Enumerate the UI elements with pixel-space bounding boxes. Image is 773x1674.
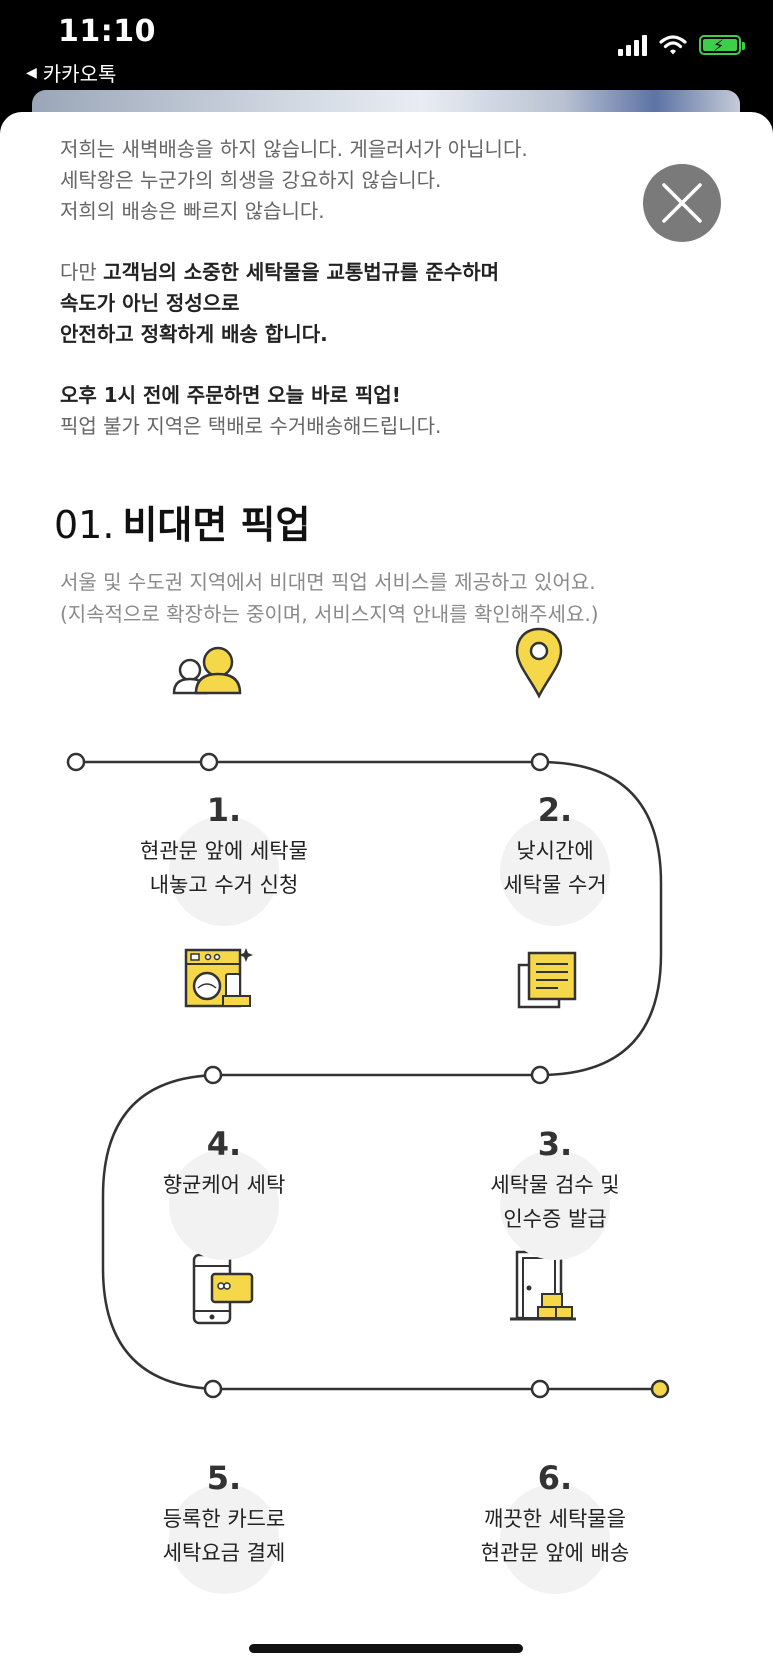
flow-node-6 bbox=[530, 1379, 550, 1399]
intro-bold: 고객님의 소중한 세탁물을 교통법규를 준수하며 bbox=[103, 260, 500, 284]
cellular-signal-icon bbox=[618, 34, 647, 56]
step-number: 4. bbox=[206, 1125, 242, 1163]
step-number: 1. bbox=[206, 791, 242, 829]
user-group-icon bbox=[172, 646, 242, 695]
flow-node-2 bbox=[530, 752, 550, 772]
intro-line: 속도가 아닌 정성으로 bbox=[60, 291, 240, 315]
back-to-app-link[interactable]: ◀ 카카오톡 bbox=[26, 58, 116, 87]
flow-path-line bbox=[76, 760, 663, 1391]
status-bar: 11:10 ◀ 카카오톡 ⚡ bbox=[0, 0, 773, 100]
flow-start-node bbox=[66, 752, 86, 772]
close-button[interactable] bbox=[643, 164, 721, 242]
intro-line: 안전하고 정확하게 배송 합니다. bbox=[60, 322, 328, 346]
home-indicator[interactable] bbox=[249, 1644, 523, 1653]
status-time: 11:10 bbox=[58, 14, 156, 49]
intro-line: 세탁왕은 누군가의 희생을 강요하지 않습니다. bbox=[60, 168, 442, 192]
document-icon bbox=[517, 951, 577, 1009]
flow-end-node bbox=[650, 1379, 670, 1399]
step-number: 3. bbox=[537, 1125, 573, 1163]
washing-machine-icon bbox=[184, 948, 253, 1008]
step-4: 4. 향균케어 세탁 bbox=[94, 1124, 354, 1260]
intro-line: 오후 1시 전에 주문하면 오늘 바로 픽업! bbox=[60, 383, 401, 407]
intro-line: 저희의 배송은 빠르지 않습니다. bbox=[60, 199, 325, 223]
step-number: 5. bbox=[206, 1459, 242, 1497]
flow-node-3 bbox=[530, 1065, 550, 1085]
back-triangle-icon: ◀ bbox=[26, 64, 37, 81]
close-icon bbox=[662, 183, 702, 223]
intro-prefix: 다만 bbox=[60, 260, 104, 284]
section-title: 01. 비대면 픽업 bbox=[54, 494, 310, 549]
battery-charging-icon: ⚡ bbox=[699, 35, 745, 55]
step-text: 향균케어 세탁 bbox=[162, 1173, 286, 1197]
status-icons: ⚡ bbox=[618, 34, 745, 56]
intro-text: 저희는 새벽배송을 하지 않습니다. 게을러서가 아닙니다. 세탁왕은 누군가의… bbox=[60, 134, 620, 442]
section-desc-line: 서울 및 수도권 지역에서 비대면 픽업 서비스를 제공하고 있어요. bbox=[60, 570, 596, 594]
intro-line: 다만 고객님의 소중한 세탁물을 교통법규를 준수하며 bbox=[60, 257, 620, 288]
section-number: 01. bbox=[54, 503, 115, 547]
step-number: 2. bbox=[537, 791, 573, 829]
flow-node-5 bbox=[203, 1379, 223, 1399]
intro-line: 저희는 새벽배송을 하지 않습니다. 게을러서가 아닙니다. bbox=[60, 137, 528, 161]
wifi-icon bbox=[659, 35, 687, 55]
modal-sheet: 저희는 새벽배송을 하지 않습니다. 게을러서가 아닙니다. 세탁왕은 누군가의… bbox=[0, 112, 773, 1674]
section-description: 서울 및 수도권 지역에서 비대면 픽업 서비스를 제공하고 있어요. (지속적… bbox=[60, 566, 599, 630]
door-package-icon bbox=[510, 1250, 576, 1321]
step-number: 6. bbox=[537, 1459, 573, 1497]
intro-line: 픽업 불가 지역은 택배로 수거배송해드립니다. bbox=[60, 414, 442, 438]
map-pin-icon bbox=[515, 627, 563, 699]
phone-card-icon bbox=[192, 1253, 254, 1325]
section-title-text: 비대면 픽업 bbox=[122, 503, 311, 547]
process-flow-diagram bbox=[66, 627, 670, 1399]
section-desc-line: (지속적으로 확장하는 중이며, 서비스지역 안내를 확인해주세요.) bbox=[60, 602, 599, 626]
flow-node-4 bbox=[203, 1065, 223, 1085]
back-app-label: 카카오톡 bbox=[42, 62, 117, 86]
flow-node-1 bbox=[199, 752, 219, 772]
